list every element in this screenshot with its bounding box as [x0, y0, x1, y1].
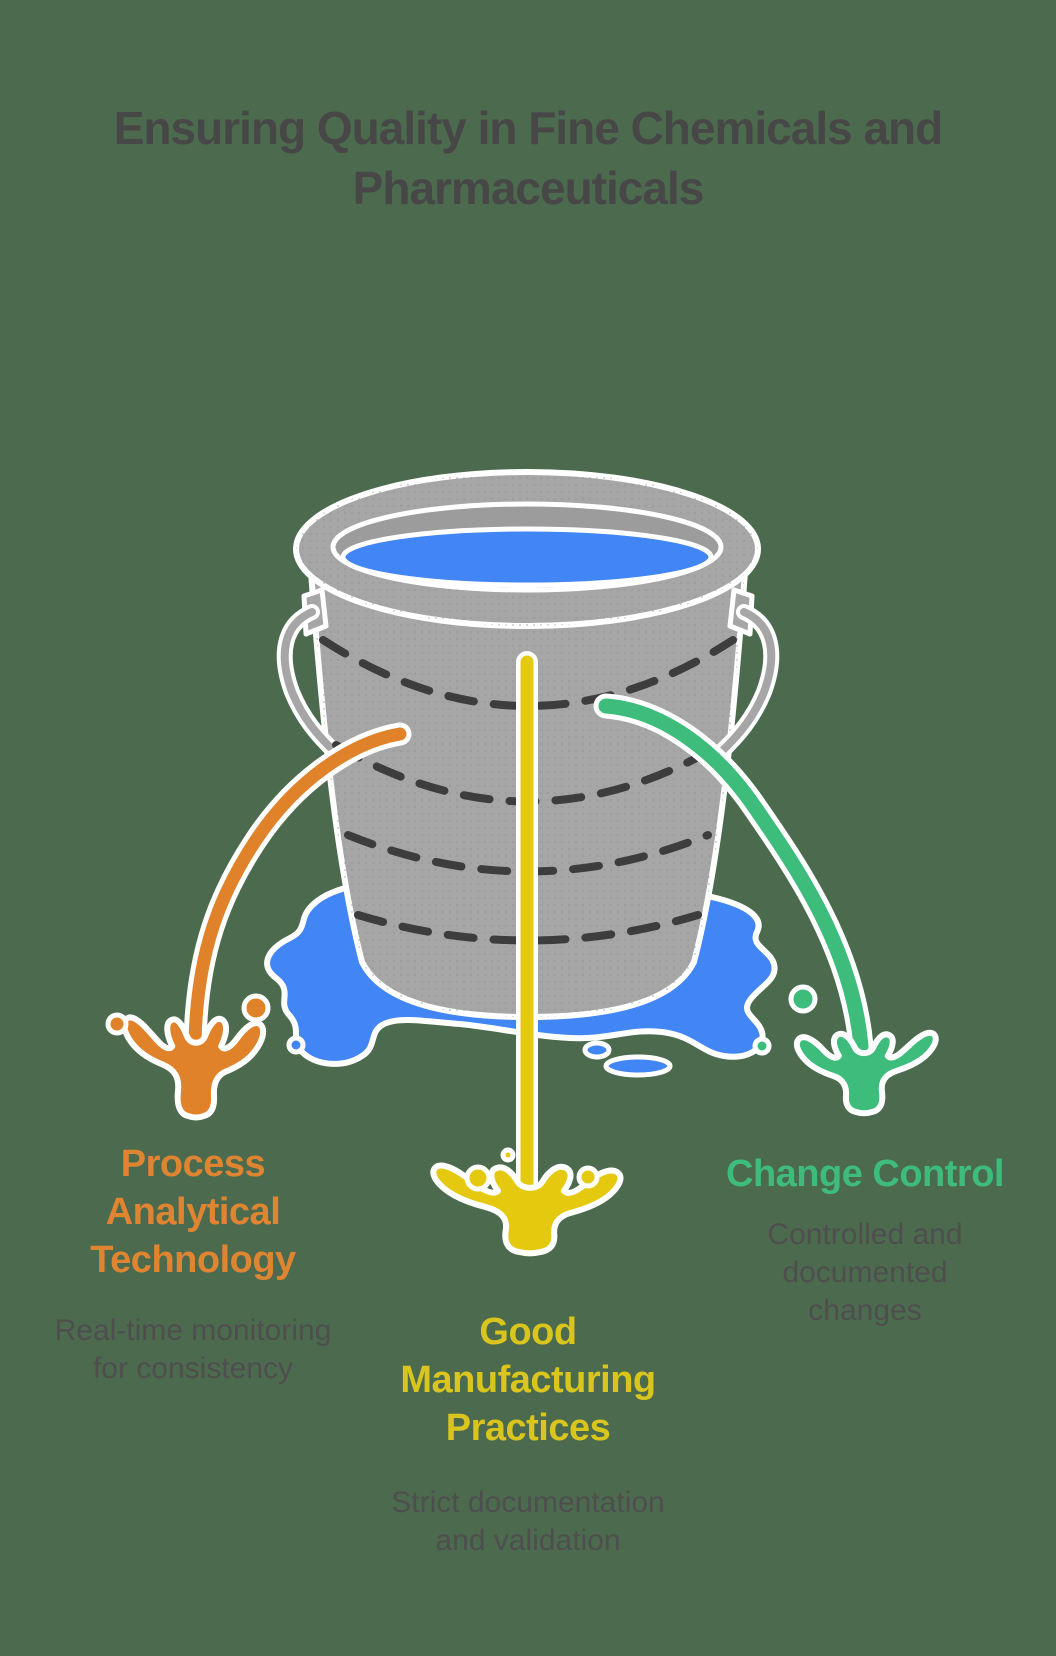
gmp-title-line: Good: [479, 1311, 577, 1353]
gmp-subtitle-line: and validation: [435, 1524, 621, 1557]
splash-droplets: [105, 984, 818, 1192]
page-title-line-2: Pharmaceuticals: [352, 162, 705, 214]
pat-subtitle-line: Real-time monitoring: [54, 1314, 332, 1347]
pat-title-line: Technology: [90, 1239, 296, 1281]
pat-title-line: Process: [120, 1143, 266, 1185]
puddle-blob-small: [582, 1040, 612, 1060]
section-title-good-manufacturing-practices: Good Manufacturing Practices: [358, 1308, 698, 1452]
leak-stream-green: [593, 693, 874, 1059]
puddle-blob: [603, 1054, 673, 1078]
cc-subtitle-line: documented: [782, 1256, 948, 1289]
pat-title-line: Analytical: [105, 1191, 281, 1233]
cc-subtitle-line: changes: [808, 1294, 922, 1327]
bucket-rim: [293, 469, 761, 629]
section-subtitle-good-manufacturing-practices: Strict documentation and validation: [348, 1484, 708, 1560]
section-subtitle-change-control: Controlled and documented changes: [740, 1216, 990, 1330]
cc-subtitle-line: Controlled and: [767, 1218, 963, 1251]
section-title-change-control: Change Control: [665, 1150, 1056, 1198]
bucket-handle-right-icon: [712, 587, 780, 761]
bucket-handle-left-icon: [276, 587, 344, 761]
leak-stream-orange: [183, 722, 412, 1054]
pat-subtitle-line: for consistency: [92, 1352, 294, 1385]
section-title-process-analytical-technology: Process Analytical Technology: [23, 1140, 363, 1284]
cc-title-line: Change Control: [726, 1153, 1004, 1195]
puddle-drop: [286, 1035, 306, 1055]
page-title-line-1: Ensuring Quality in Fine Chemicals and: [113, 102, 944, 154]
page-title: Ensuring Quality in Fine Chemicals and P…: [0, 98, 1056, 218]
gmp-title-line: Manufacturing: [400, 1359, 656, 1401]
gmp-subtitle-line: Strict documentation: [391, 1486, 665, 1519]
water-surface: [340, 526, 714, 588]
gmp-title-line: Practices: [445, 1407, 611, 1449]
section-subtitle-process-analytical-technology: Real-time monitoring for consistency: [13, 1312, 373, 1388]
